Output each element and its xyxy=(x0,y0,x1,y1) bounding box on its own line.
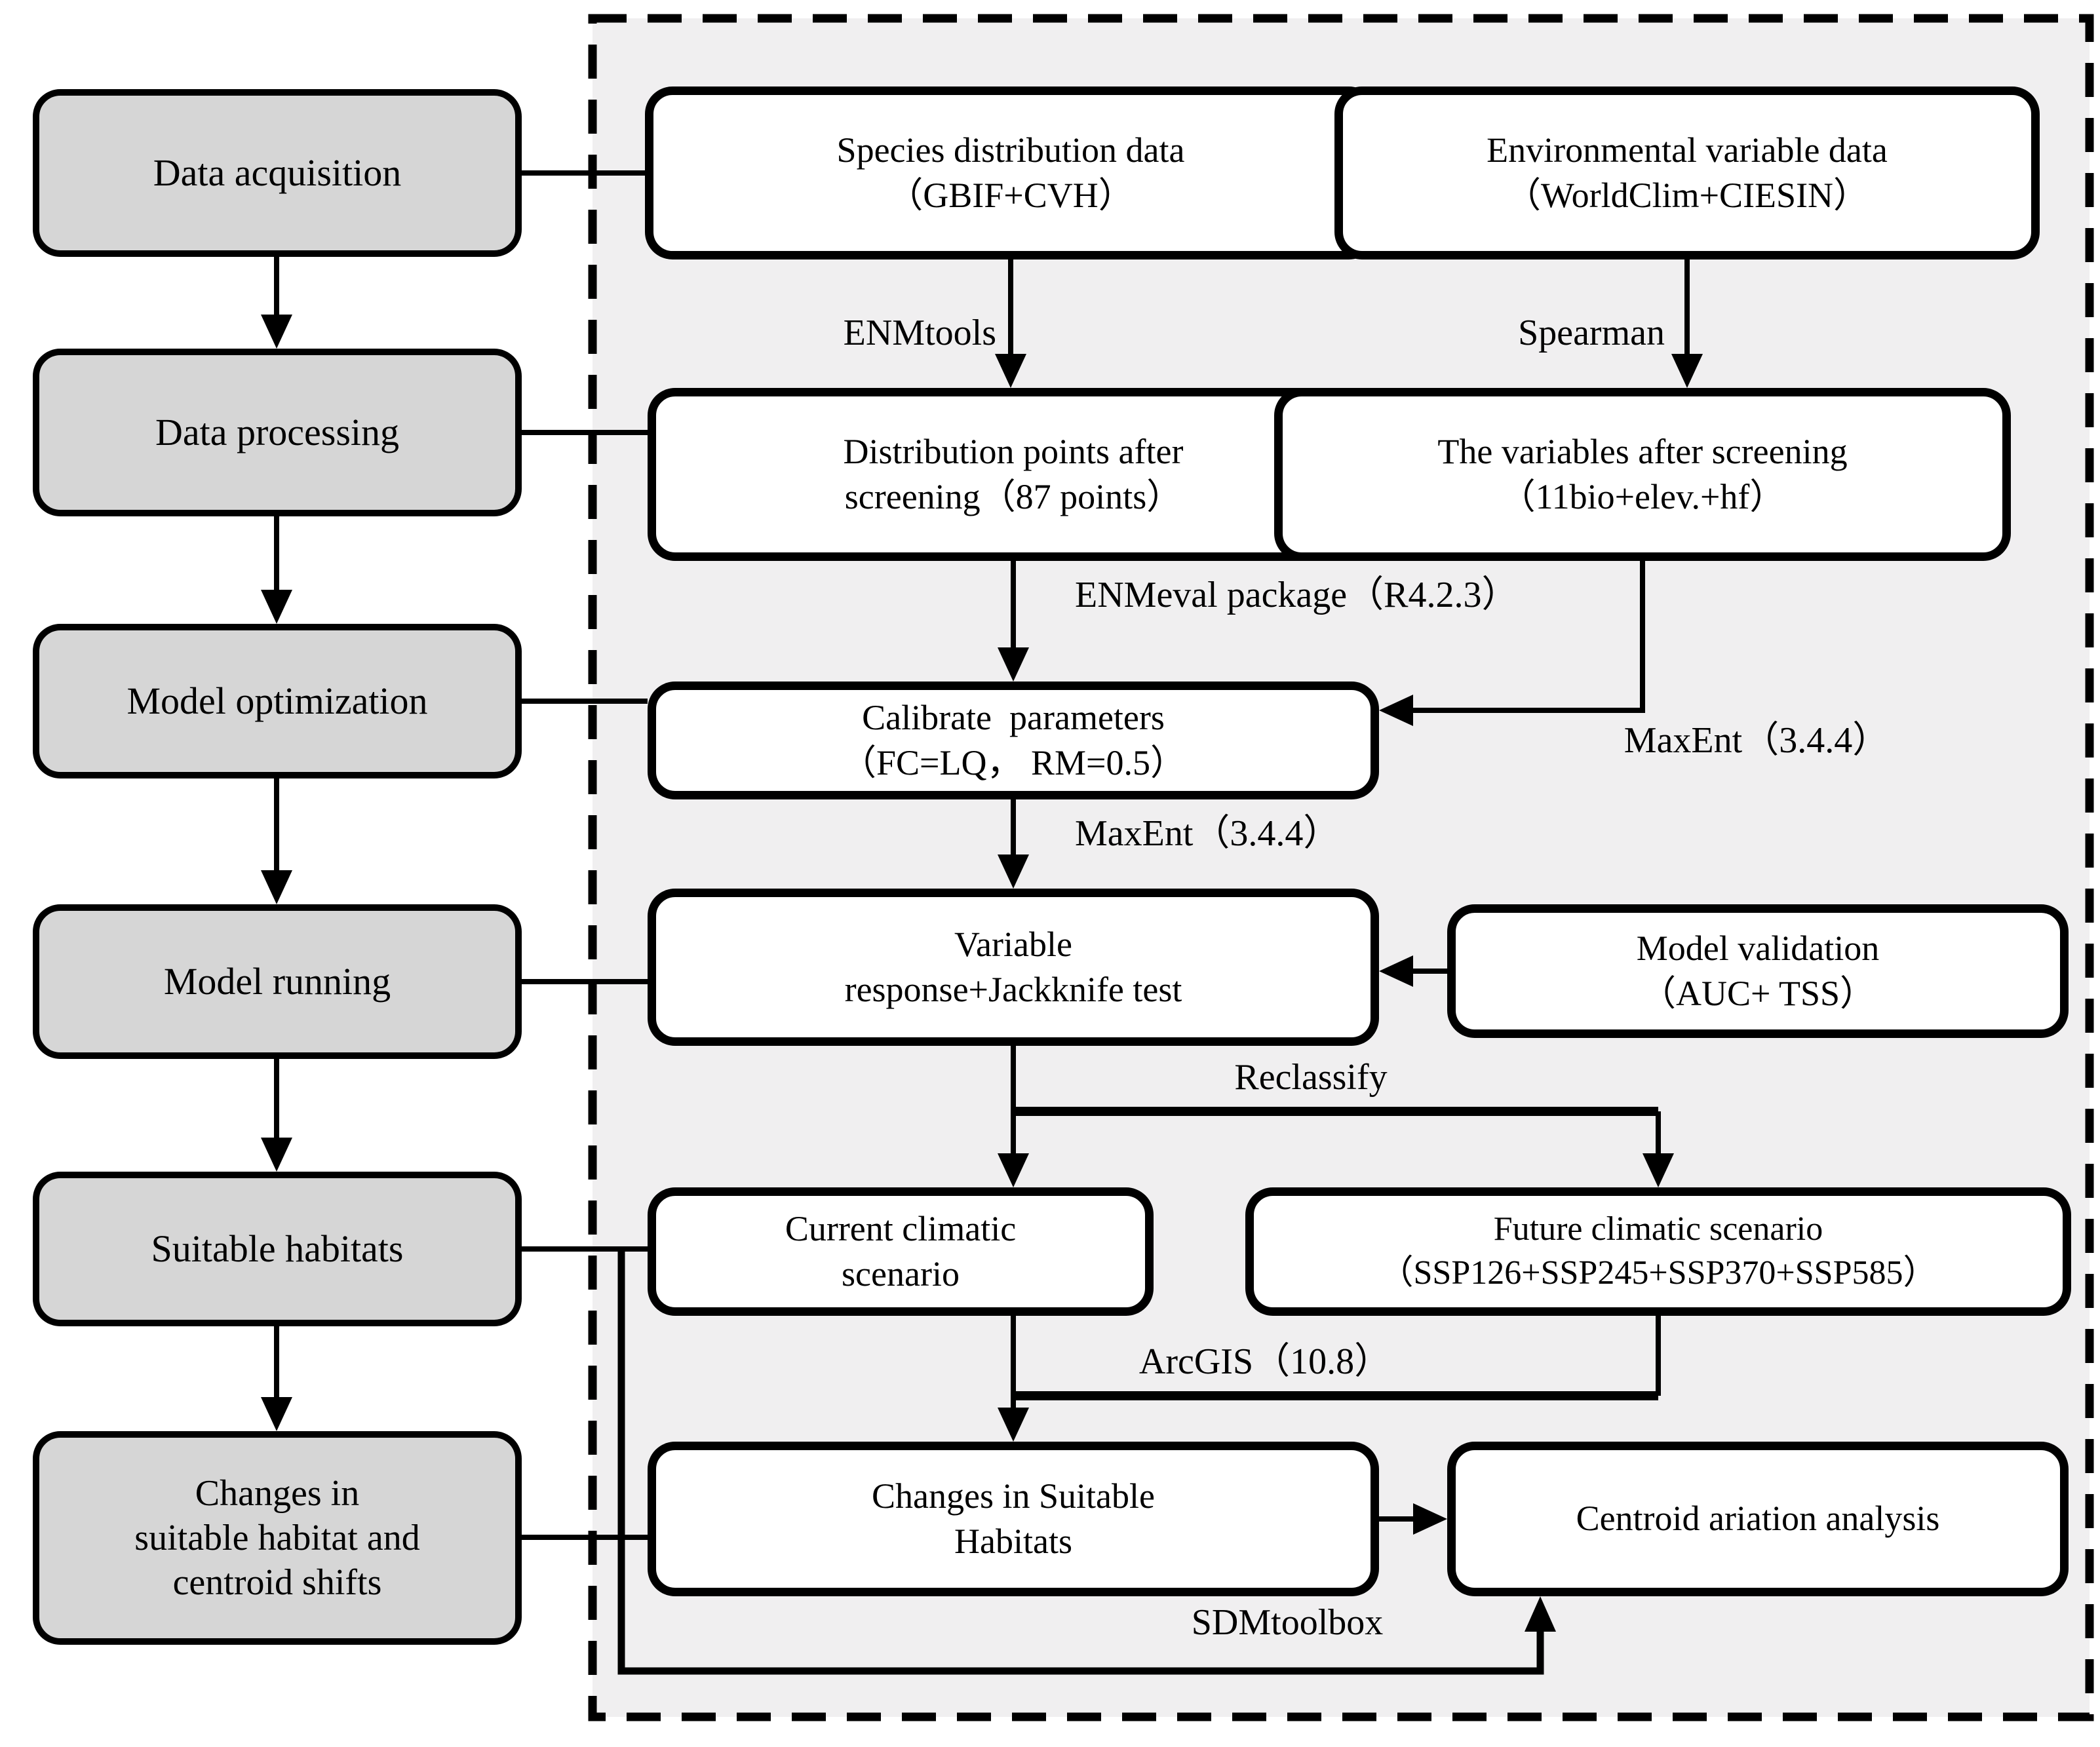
step-model-running: Model running xyxy=(33,904,522,1059)
box-label-line: Environmental variable data xyxy=(1487,130,1888,170)
edge-label-maxent-down: MaxEnt（3.4.4） xyxy=(1075,813,1340,854)
box-label-line: Calibrate parameters xyxy=(862,697,1165,737)
box-label-line: Variable xyxy=(954,924,1072,964)
step-label: Model optimization xyxy=(126,679,428,722)
box-label-line: Changes in Suitable xyxy=(872,1476,1155,1516)
box-variable-response-jackknife: Variable response+Jackknife test xyxy=(648,889,1379,1046)
step-label-line: Changes in xyxy=(195,1472,360,1514)
box-calibrate-parameters: Calibrate parameters （FC=LQ， RM=0.5） xyxy=(648,682,1379,799)
edge-label-reclassify: Reclassify xyxy=(1234,1057,1388,1098)
box-environmental-variable-data: Environmental variable data （WorldClim+C… xyxy=(1334,86,2040,259)
box-label-line: The variables after screening xyxy=(1437,431,1848,471)
box-label-line: screening（87 points） xyxy=(844,477,1182,516)
box-centroid-variation-analysis: Centroid ariation analysis xyxy=(1447,1442,2069,1596)
box-label-line: （AUC+ TSS） xyxy=(1640,974,1876,1013)
box-label-line: Distribution points after xyxy=(843,431,1184,471)
box-variables-after-screening: The variables after screening （11bio+ele… xyxy=(1274,388,2011,561)
step-label: Suitable habitats xyxy=(151,1227,404,1270)
arrowheads xyxy=(261,315,1703,1632)
box-label-line: （SSP126+SSP245+SSP370+SSP585） xyxy=(1379,1254,1937,1292)
sdmtoolbox-connector xyxy=(617,1249,1544,1675)
edge-label-spearman: Spearman xyxy=(1518,313,1665,353)
step-suitable-habitats: Suitable habitats xyxy=(33,1172,522,1326)
box-label-line: （FC=LQ， RM=0.5） xyxy=(841,743,1186,782)
step-changes-centroid-shifts: Changes in suitable habitat and centroid… xyxy=(33,1431,522,1645)
plain-connectors xyxy=(274,170,1690,1540)
edge-label-arcgis: ArcGIS（10.8） xyxy=(1138,1341,1391,1382)
box-distribution-points-after-screening: Distribution points after screening（87 p… xyxy=(648,388,1379,561)
box-label-line: scenario xyxy=(842,1254,960,1294)
box-label-line: Current climatic xyxy=(785,1208,1017,1248)
edge-label-enmeval: ENMeval package（R4.2.3） xyxy=(1075,575,1519,615)
step-model-optimization: Model optimization xyxy=(33,624,522,778)
step-label: Data processing xyxy=(155,410,400,453)
box-species-distribution-data: Species distribution data （GBIF+CVH） xyxy=(645,86,1376,259)
box-label-line: （GBIF+CVH） xyxy=(887,176,1134,215)
step-label: Model running xyxy=(163,959,391,1003)
step-label-line: centroid shifts xyxy=(172,1562,382,1603)
step-label-line: suitable habitat and xyxy=(134,1517,420,1558)
trunk-connectors xyxy=(1013,1107,1658,1400)
dashed-panel-border xyxy=(588,14,2094,1721)
edge-label-maxent-side: MaxEnt（3.4.4） xyxy=(1624,720,1890,761)
box-changes-in-suitable-habitats: Changes in Suitable Habitats xyxy=(648,1442,1379,1596)
edge-label-enmtools: ENMtools xyxy=(843,313,996,353)
step-label: Data acquisition xyxy=(153,151,402,194)
step-data-processing: Data processing xyxy=(33,349,522,516)
box-future-climatic-scenario: Future climatic scenario （SSP126+SSP245+… xyxy=(1245,1187,2071,1316)
box-label-line: （11bio+elev.+hf） xyxy=(1500,477,1785,516)
box-label-line: （WorldClim+CIESIN） xyxy=(1505,176,1869,215)
box-model-validation: Model validation （AUC+ TSS） xyxy=(1447,904,2069,1038)
box-label-line: Centroid ariation analysis xyxy=(1576,1499,1940,1539)
box-current-climatic-scenario: Current climatic scenario xyxy=(648,1187,1154,1316)
box-label-line: Model validation xyxy=(1636,928,1880,968)
box-label-line: Species distribution data xyxy=(836,130,1185,170)
step-data-acquisition: Data acquisition xyxy=(33,89,522,257)
box-label-line: response+Jackknife test xyxy=(844,970,1182,1009)
box-label-line: Future climatic scenario xyxy=(1493,1210,1823,1248)
edge-label-sdmtoolbox: SDMtoolbox xyxy=(1191,1602,1384,1643)
box-label-line: Habitats xyxy=(954,1522,1072,1561)
